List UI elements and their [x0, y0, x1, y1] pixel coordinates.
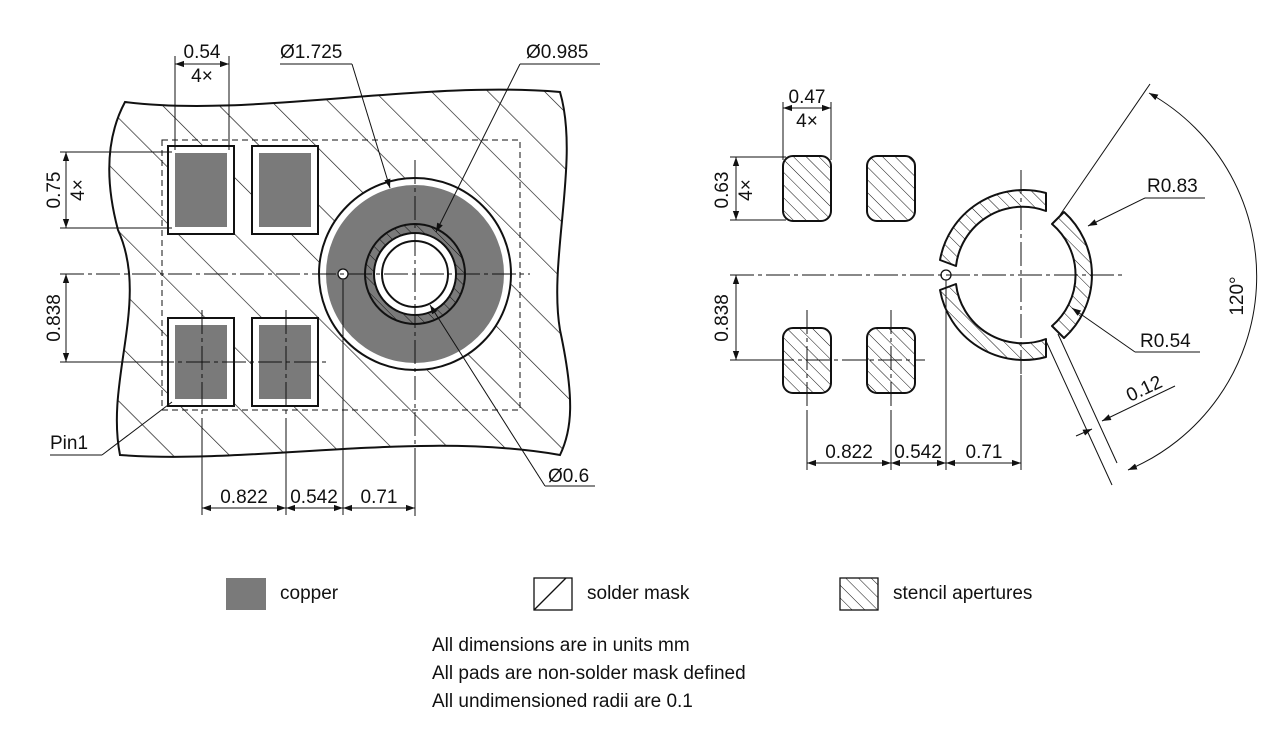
dim-diameters: [280, 63, 600, 487]
inner-radius-label: R0.54: [1140, 331, 1191, 352]
copper-pads: [167, 145, 319, 407]
right-pitch-label-2: 0.542: [894, 442, 942, 463]
pad-width-count: 4×: [191, 66, 213, 87]
legend-copper-label: copper: [280, 583, 339, 604]
right-pitch-label-3: 0.71: [966, 442, 1003, 463]
pad-height-count: 4×: [68, 179, 89, 201]
legend-copper-swatch: [226, 578, 266, 610]
ring-inner-diameter-label: Ø0.985: [526, 42, 588, 63]
component-outline: [161, 139, 521, 411]
stencil-ring-segments: [939, 189, 1093, 361]
dim-pad-width: [174, 56, 230, 150]
dim-gap: [1045, 333, 1176, 486]
dim-angle: [1059, 83, 1258, 471]
aperture-height-label: 0.63: [712, 172, 733, 209]
right-view: 0.47 4× 0.63 4× 0.838 R0.83 R0.54: [712, 83, 1258, 486]
dim-horizontal-pitch: [201, 280, 416, 515]
pitch-label-3: 0.71: [361, 487, 398, 508]
right-center-lines: [730, 170, 1125, 410]
note-radii: All undimensioned radii are 0.1: [432, 691, 693, 712]
aperture-width-label: 0.47: [789, 87, 826, 108]
legend-solder-mask-label: solder mask: [587, 583, 690, 604]
dim-aperture-pitch: [730, 275, 770, 361]
left-view: 0.54 4× 0.75 4× 0.838 Ø1.725 Ø0.985 Ø0.6: [44, 42, 600, 520]
note-units: All dimensions are in units mm: [432, 635, 690, 656]
aperture-pitch-label: 0.838: [712, 294, 733, 342]
dim-pad-height: [60, 151, 172, 229]
vertical-pitch-label: 0.838: [44, 294, 65, 342]
pitch-label-2: 0.542: [290, 487, 338, 508]
pin1-label: Pin1: [50, 433, 88, 454]
pad-height-label: 0.75: [44, 172, 65, 209]
dim-right-horizontal-pitch: [806, 280, 1022, 470]
legend-stencil-swatch: [839, 577, 879, 611]
center-lines: [60, 160, 530, 520]
hole-diameter-label: Ø0.6: [548, 466, 589, 487]
ring-outer-diameter-label: Ø1.725: [280, 42, 342, 63]
aperture-width-count: 4×: [796, 111, 818, 132]
dim-vertical-pitch: [60, 274, 150, 363]
aperture-height-count: 4×: [736, 179, 757, 201]
pad-width-label: 0.54: [184, 42, 221, 63]
center-ring-pad: [318, 177, 512, 371]
legend-solder-mask-swatch: [533, 577, 573, 611]
legend-stencil-label: stencil apertures: [893, 583, 1033, 604]
dim-aperture-width: [782, 102, 832, 160]
legend: [226, 577, 879, 611]
note-pads: All pads are non-solder mask defined: [432, 663, 746, 684]
angle-label: 120°: [1227, 276, 1248, 315]
outer-radius-label: R0.83: [1147, 176, 1198, 197]
gap-label: 0.12: [1123, 372, 1165, 407]
dim-aperture-height: [730, 156, 786, 221]
right-pitch-label-1: 0.822: [825, 442, 873, 463]
pitch-label-1: 0.822: [220, 487, 268, 508]
pin1-leader: [50, 401, 173, 456]
